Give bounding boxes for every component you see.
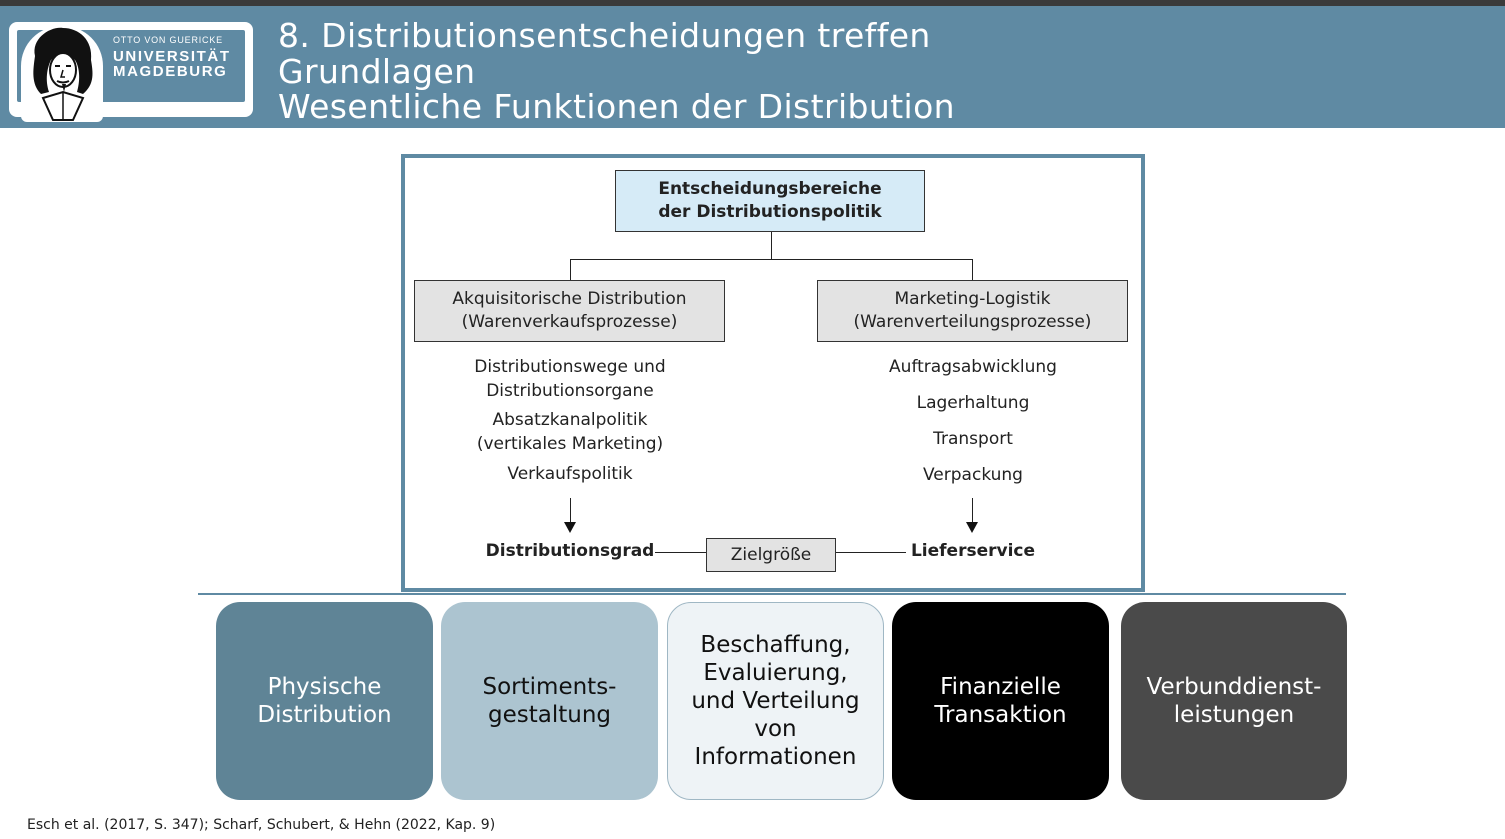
connector-root-down [771, 232, 772, 259]
title-line-3: Wesentliche Funktionen der Distribution [278, 87, 956, 126]
slide-title: 8. Distributionsentscheidungen treffen G… [278, 18, 955, 125]
arrow-right-shaft [972, 498, 973, 523]
target-box: Zielgröße [706, 538, 836, 572]
left-item-sales-policy: Verkaufspolitik [420, 463, 720, 487]
left-item-channel-policy: Absatzkanalpolitik (vertikales Marketing… [420, 409, 720, 456]
logistics-line-2: (Warenverteilungsprozesse) [853, 312, 1092, 332]
connector-right-down [972, 259, 973, 280]
slide-header: OTTO VON GUERICKE UNIVERSITÄT MAGDEBURG … [0, 6, 1505, 128]
arrow-down-icon [966, 522, 978, 533]
acquisition-line-2: (Warenverkaufsprozesse) [461, 312, 678, 332]
logo-line-2: MAGDEBURG [113, 63, 228, 80]
card-label: Sortiments- [482, 674, 617, 700]
goal-line-right [836, 552, 906, 553]
root-line-1: Entscheidungsbereiche [658, 179, 882, 199]
card-label: Physische [267, 674, 382, 700]
card-information: Beschaffung, Evaluierung, und Verteilung… [667, 602, 884, 800]
arrow-down-icon [564, 522, 576, 533]
title-line-1: 8. Distributionsentscheidungen treffen [278, 16, 931, 55]
root-box: Entscheidungsbereiche der Distributionsp… [615, 170, 925, 232]
right-item-transport: Transport [933, 429, 1013, 449]
card-financial-transaction: Finanzielle Transaktion [892, 602, 1109, 800]
university-logo: OTTO VON GUERICKE UNIVERSITÄT MAGDEBURG [9, 22, 253, 122]
card-label: Finanzielle [940, 674, 1061, 700]
left-item-channels: Distributionswege und Distributionsorgan… [420, 356, 720, 403]
card-bundled-services: Verbunddienst- leistungen [1121, 602, 1347, 800]
logistics-box: Marketing-Logistik (Warenverteilungsproz… [817, 280, 1128, 342]
card-label: Beschaffung, [700, 632, 851, 658]
logo-small-line: OTTO VON GUERICKE [113, 35, 223, 45]
section-divider [198, 593, 1346, 595]
card-label: von [754, 716, 797, 742]
left-item-line-4: (vertikales Marketing) [476, 433, 664, 454]
logo-wordmark: OTTO VON GUERICKE UNIVERSITÄT MAGDEBURG [113, 35, 231, 80]
logistics-line-1: Marketing-Logistik [894, 289, 1051, 309]
arrow-left-shaft [570, 498, 571, 523]
left-item-line-3: Absatzkanalpolitik [492, 410, 648, 430]
left-item-line-1: Distributionswege und [474, 357, 666, 377]
card-label: Evaluierung, [703, 660, 848, 686]
logo-line-1: UNIVERSITÄT [113, 48, 231, 65]
goal-delivery-service: Lieferservice [910, 541, 1036, 561]
card-assortment: Sortiments- gestaltung [441, 602, 658, 800]
card-label: leistungen [1173, 702, 1295, 728]
connector-left-down [570, 259, 571, 280]
right-item-packaging: Verpackung [923, 465, 1023, 485]
card-label: Informationen [694, 744, 857, 770]
acquisition-box: Akquisitorische Distribution (Warenverka… [414, 280, 725, 342]
card-physical-distribution: Physische Distribution [216, 602, 433, 800]
distribution-diagram: Entscheidungsbereiche der Distributionsp… [401, 154, 1145, 592]
connector-horizontal [570, 259, 973, 260]
acquisition-line-1: Akquisitorische Distribution [452, 289, 687, 309]
guericke-portrait-icon [21, 26, 103, 122]
left-item-line-5: Verkaufspolitik [507, 464, 633, 484]
right-item-order-processing: Auftragsabwicklung [889, 357, 1057, 377]
right-item-warehousing: Lagerhaltung [916, 393, 1030, 413]
top-edge-bar [0, 0, 1505, 6]
card-label: Verbunddienst- [1146, 674, 1322, 700]
card-label: Distribution [257, 702, 392, 728]
source-footnote: Esch et al. (2017, S. 347); Scharf, Schu… [27, 817, 496, 833]
goal-distribution-grade: Distributionsgrad [485, 541, 655, 561]
card-label: Transaktion [934, 702, 1067, 728]
root-line-2: der Distributionspolitik [658, 202, 882, 222]
goal-line-left [655, 552, 706, 553]
title-line-2: Grundlagen [278, 51, 476, 91]
card-label: gestaltung [487, 702, 611, 728]
left-item-line-2: Distributionsorgane [486, 380, 654, 401]
card-label: und Verteilung [691, 688, 860, 714]
